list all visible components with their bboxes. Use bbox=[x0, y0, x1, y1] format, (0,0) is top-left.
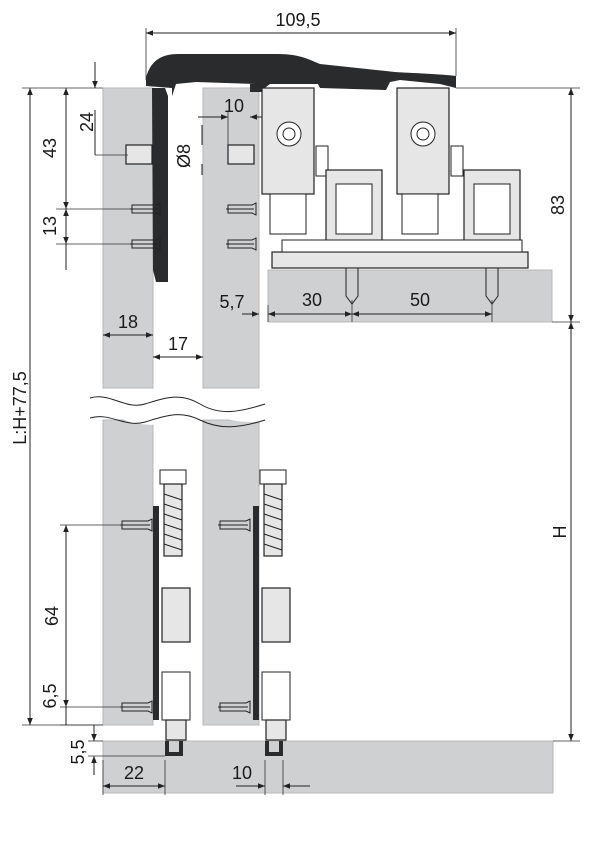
dim-height: H bbox=[550, 526, 570, 539]
dimension-lines bbox=[22, 28, 580, 795]
top-screws bbox=[130, 202, 257, 251]
dim-diameter-8: Ø8 bbox=[174, 144, 194, 168]
bottom-hardware bbox=[120, 469, 291, 756]
bottom-carcass-panel bbox=[102, 740, 554, 794]
dim-6-5: 6,5 bbox=[40, 683, 60, 708]
dim-43: 43 bbox=[40, 138, 60, 158]
break-marks bbox=[89, 396, 266, 428]
right-door-upper bbox=[202, 87, 260, 389]
top-profile bbox=[146, 54, 456, 282]
dim-50: 50 bbox=[410, 290, 430, 310]
dim-13: 13 bbox=[40, 216, 60, 236]
dim-top-width: 109,5 bbox=[275, 10, 320, 30]
left-door-lower bbox=[102, 419, 154, 726]
dim-length: L:H+77,5 bbox=[10, 371, 30, 445]
dim-22: 22 bbox=[124, 763, 144, 783]
dim-10-bottom: 10 bbox=[232, 763, 252, 783]
dowels bbox=[125, 144, 255, 165]
dim-17: 17 bbox=[168, 334, 188, 354]
left-door-upper bbox=[102, 87, 154, 389]
dim-64: 64 bbox=[42, 606, 62, 626]
dim-5-7: 5,7 bbox=[219, 292, 244, 312]
dim-18: 18 bbox=[118, 312, 138, 332]
top-hangers bbox=[261, 87, 529, 305]
right-door-lower bbox=[202, 419, 260, 726]
dim-24: 24 bbox=[77, 112, 97, 132]
dimension-labels: 109,5 24 43 10 Ø8 13 83 18 17 5,7 30 50 … bbox=[10, 10, 570, 783]
dim-30: 30 bbox=[302, 290, 322, 310]
dim-5-5: 5,5 bbox=[68, 739, 88, 764]
dim-83: 83 bbox=[548, 195, 568, 215]
dim-10-top: 10 bbox=[224, 96, 244, 116]
